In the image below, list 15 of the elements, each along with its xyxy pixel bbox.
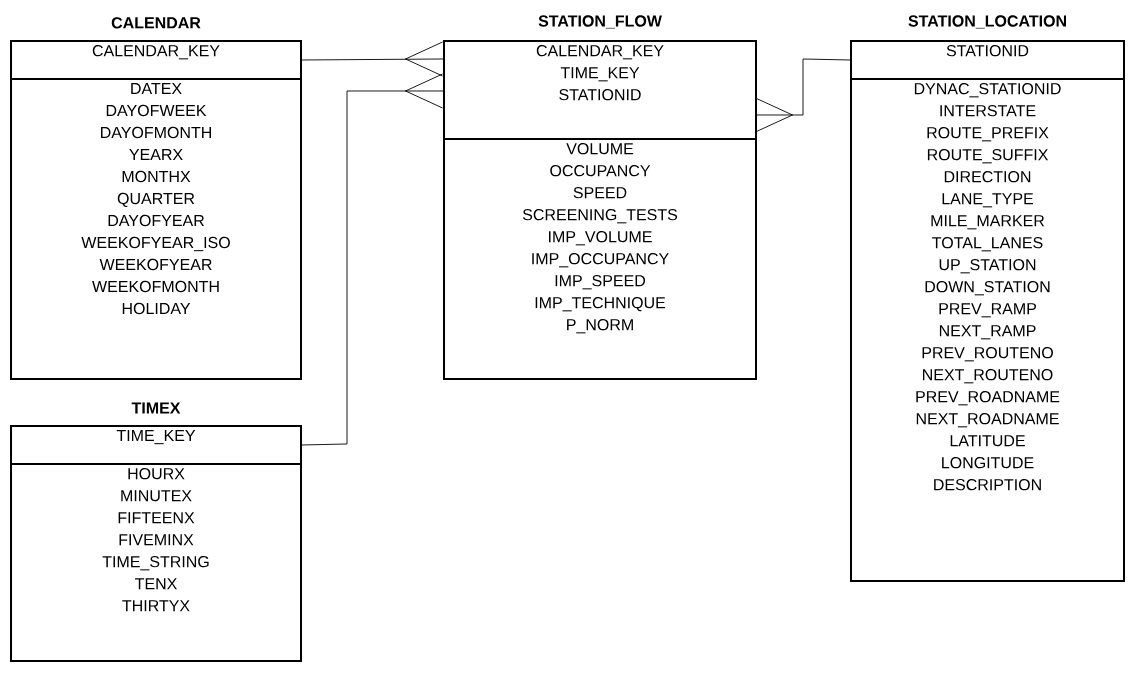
key-section: STATIONID (850, 40, 1125, 80)
key-section: TIME_KEY (10, 425, 302, 465)
relationship-line (755, 58, 851, 133)
key-section: CALENDAR_KEY (10, 40, 302, 80)
attribute-section: DATEX DAYOFWEEK DAYOFMONTH YEARX MONTHX QUARTER DAYOFYEAR WEEKOFYEAR_ISO WEEKOFYEAR WEEKOFMONTH HOLIDAY (10, 78, 302, 380)
attribute-section: HOURX MINUTEX FIFTEENX FIVEMINX TIME_STRING TENX THIRTYX (10, 463, 302, 662)
node-label: STATION_FLOW (538, 15, 662, 29)
attribute-section: VOLUME OCCUPANCY SPEED SCREENING_TESTS IMP_VOLUME IMP_OCCUPANCY IMP_SPEED IMP_TECHNIQUE P_NORM (443, 138, 757, 380)
relationship-line (301, 73, 444, 446)
relationship-line (301, 41, 444, 77)
node-label: TIMEX (131, 402, 181, 414)
key-section: CALENDAR_KEY TIME_KEY STATIONID (443, 40, 757, 140)
attribute-section: DYNAC_STATIONID INTERSTATE ROUTE_PREFIX ROUTE_SUFFIX DIRECTION LANE_TYPE MILE_MARKER TOTAL_LANES UP_STATION DOWN_STATION PREV_RAMP NEXT_RAMP PREV_ROUTENO NEXT_ROUTENO PREV_ROADNAME NEXT_ROADNAME LATITUDE LONGITUDE DESCRIPTION (850, 78, 1125, 582)
node-label: CALENDAR (111, 17, 201, 29)
node-label: STATION_LOCATION (908, 15, 1066, 29)
